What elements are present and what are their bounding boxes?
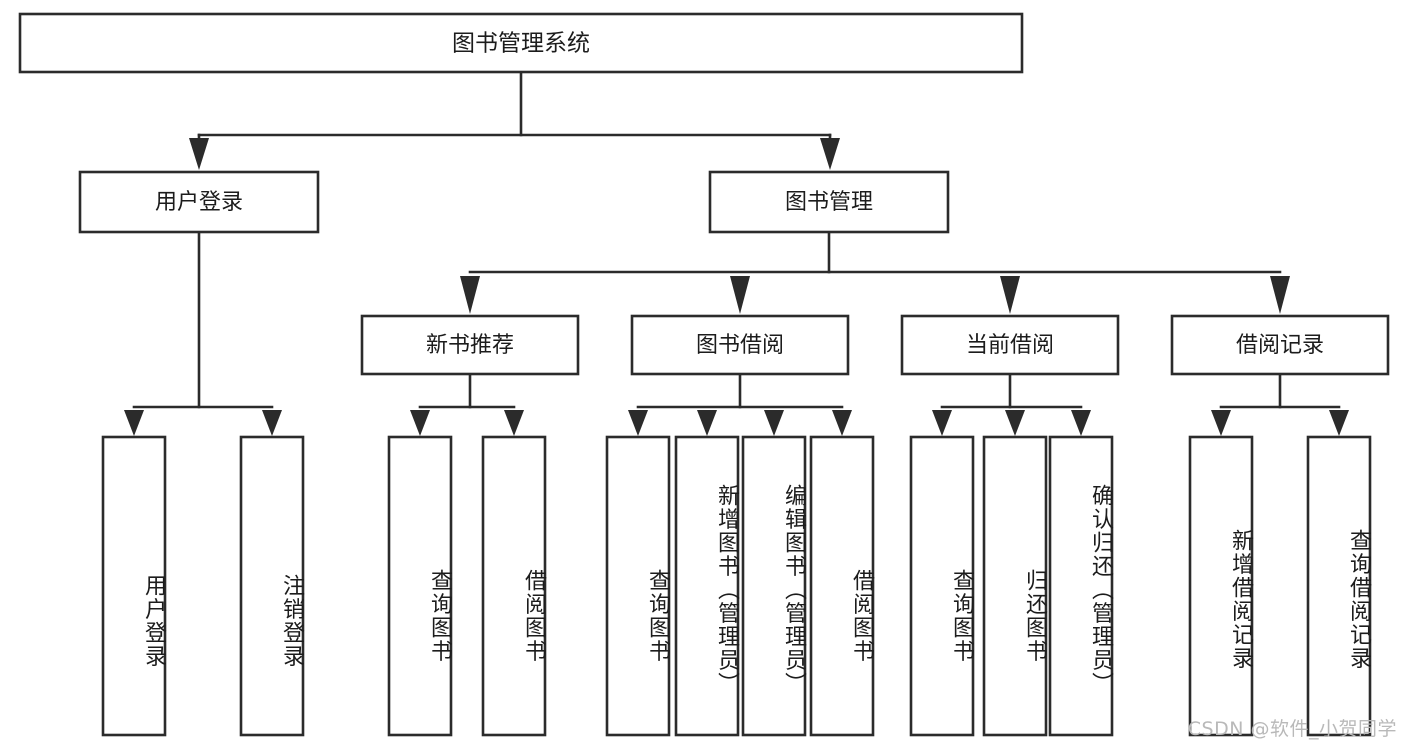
node-leaf-confirm-return-rect[interactable] [1048,435,1114,737]
connector-group-book-manage [460,230,1290,314]
connector-group-book-borrow [628,372,852,436]
arrow-bm-to-borrow-record [1270,276,1290,314]
node-book-borrow-label: 图书借阅 [696,333,784,358]
arrow-bm-to-book-borrow [730,276,750,314]
node-current-borrow-label: 当前借阅 [966,333,1054,358]
arrow-cb-to-confirm-return [1071,410,1091,436]
node-new-book-rec[interactable]: 新书推荐 [360,314,580,376]
node-leaf-user-login-rect[interactable] [101,435,167,737]
node-current-borrow[interactable]: 当前借阅 [900,314,1120,376]
node-book-manage-label: 图书管理 [785,190,873,215]
node-borrow-record[interactable]: 借阅记录 [1170,314,1390,376]
node-leaf-add-record-rect[interactable] [1188,435,1254,737]
node-leaf-return-book-rect[interactable] [982,435,1048,737]
connector-group-current-borrow [932,372,1091,436]
arrow-bb-to-edit-book [764,410,784,436]
node-book-borrow-rect [630,314,850,376]
node-new-book-rec-label: 新书推荐 [426,333,514,358]
connector-group-new-book-rec [410,372,524,436]
node-root[interactable]: 图书管理系统 [18,12,1024,74]
connector-group-root [189,70,840,170]
node-leaf-borrow-book-2-rect[interactable] [809,435,875,737]
node-user-login-rect [78,170,320,234]
arrow-root-to-book-manage [820,138,840,170]
arrow-br-to-query-record [1329,410,1349,436]
node-leaf-edit-book-rect[interactable] [741,435,807,737]
node-leaf-borrow-book-1-rect[interactable] [481,435,547,737]
arrow-bm-to-current-borrow [1000,276,1020,314]
node-book-borrow[interactable]: 图书借阅 [630,314,850,376]
node-borrow-record-rect [1170,314,1390,376]
connector-group-user-login [124,230,282,436]
node-current-borrow-rect [900,314,1120,376]
node-new-book-rec-rect [360,314,580,376]
arrow-bb-to-add-book [697,410,717,436]
arrow-nbr-to-query-book [410,410,430,436]
node-leaf-query-book-3-rect[interactable] [909,435,975,737]
arrow-ul-to-leaf-logout [262,410,282,436]
arrow-bm-to-new-book-rec [460,276,480,314]
arrow-cb-to-query-book [932,410,952,436]
node-book-manage[interactable]: 图书管理 [708,170,950,234]
arrow-nbr-to-borrow-book [504,410,524,436]
node-leaf-query-record-rect[interactable] [1306,435,1372,737]
csdn-watermark: CSDN @软件_小贺同学 [1187,718,1397,740]
arrow-bb-to-query-book [628,410,648,436]
node-user-login-label: 用户登录 [155,190,243,215]
node-leaf-query-book-1-rect[interactable] [387,435,453,737]
node-leaf-logout-rect[interactable] [239,435,305,737]
node-root-rect [18,12,1024,74]
node-book-manage-rect [708,170,950,234]
node-root-label: 图书管理系统 [452,31,590,57]
node-borrow-record-label: 借阅记录 [1236,333,1324,358]
connector-group-borrow-record [1211,372,1349,436]
arrow-bb-to-borrow-book [832,410,852,436]
arrow-ul-to-leaf-user-login [124,410,144,436]
arrow-cb-to-return-book [1005,410,1025,436]
node-leaf-add-book-rect[interactable] [674,435,740,737]
node-leaf-query-book-2-rect[interactable] [605,435,671,737]
node-user-login[interactable]: 用户登录 [78,170,320,234]
arrow-root-to-user-login [189,138,209,170]
arrow-br-to-add-record [1211,410,1231,436]
